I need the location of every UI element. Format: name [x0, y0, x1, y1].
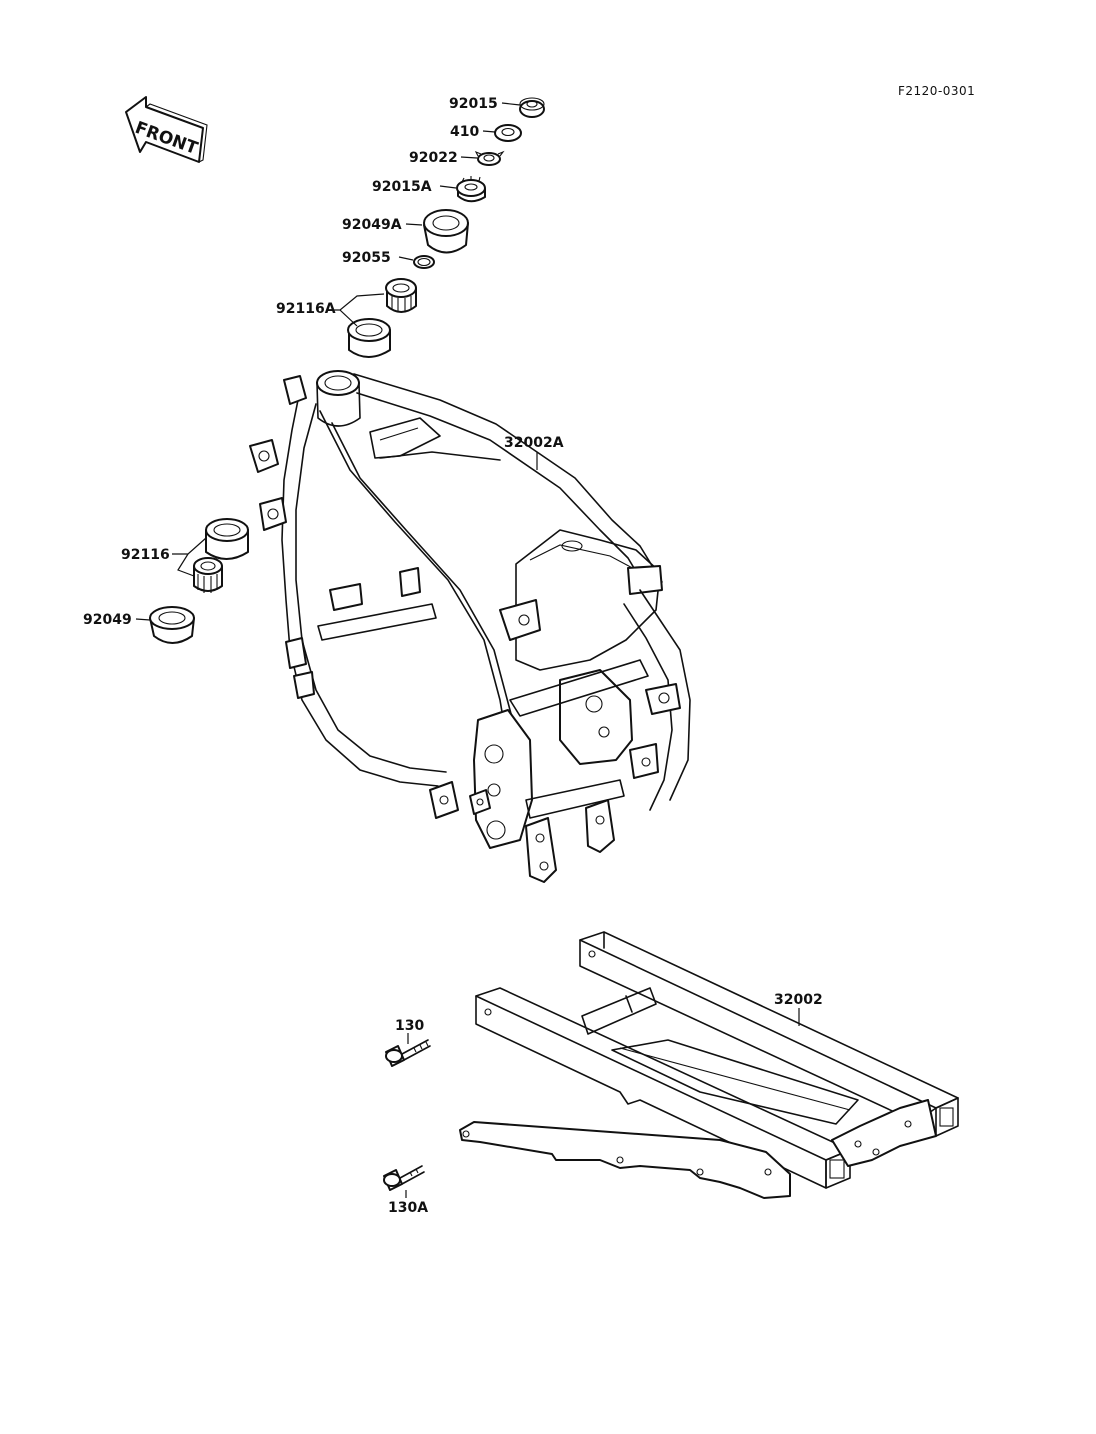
bearing-92116A-icon [347, 278, 417, 358]
callout-92022: 92022 [409, 150, 458, 166]
bearing-race-92049-icon [149, 606, 195, 644]
main-frame-32002A [249, 370, 691, 883]
callout-32002A: 32002A [504, 435, 564, 451]
callout-92049A: 92049A [342, 217, 402, 233]
callout-92015: 92015 [449, 96, 498, 112]
callout-92049: 92049 [83, 612, 132, 628]
callout-92055: 92055 [342, 250, 391, 266]
callout-32002: 32002 [774, 992, 823, 1008]
callout-130A: 130A [388, 1200, 428, 1216]
nut-92015A-icon [456, 176, 486, 203]
callout-92116A: 92116A [276, 301, 336, 317]
washer-410-icon [494, 124, 522, 142]
callout-92116: 92116 [121, 547, 170, 563]
lock-washer-92022-icon [474, 150, 505, 166]
seal-92055-icon [413, 255, 435, 269]
callout-92015A: 92015A [372, 179, 432, 195]
callout-410: 410 [450, 124, 479, 140]
front-direction-arrow-icon: FRONT [125, 96, 208, 163]
bolt-130A-icon [383, 1165, 425, 1191]
reference-code: F2120-0301 [898, 84, 975, 98]
bearing-92116-icon [193, 518, 249, 593]
bolt-130-icon [385, 1039, 431, 1067]
nut-92015-icon [519, 97, 545, 118]
bearing-race-92049A-icon [423, 209, 469, 254]
callout-130: 130 [395, 1018, 424, 1034]
sub-frame-32002 [459, 931, 959, 1199]
